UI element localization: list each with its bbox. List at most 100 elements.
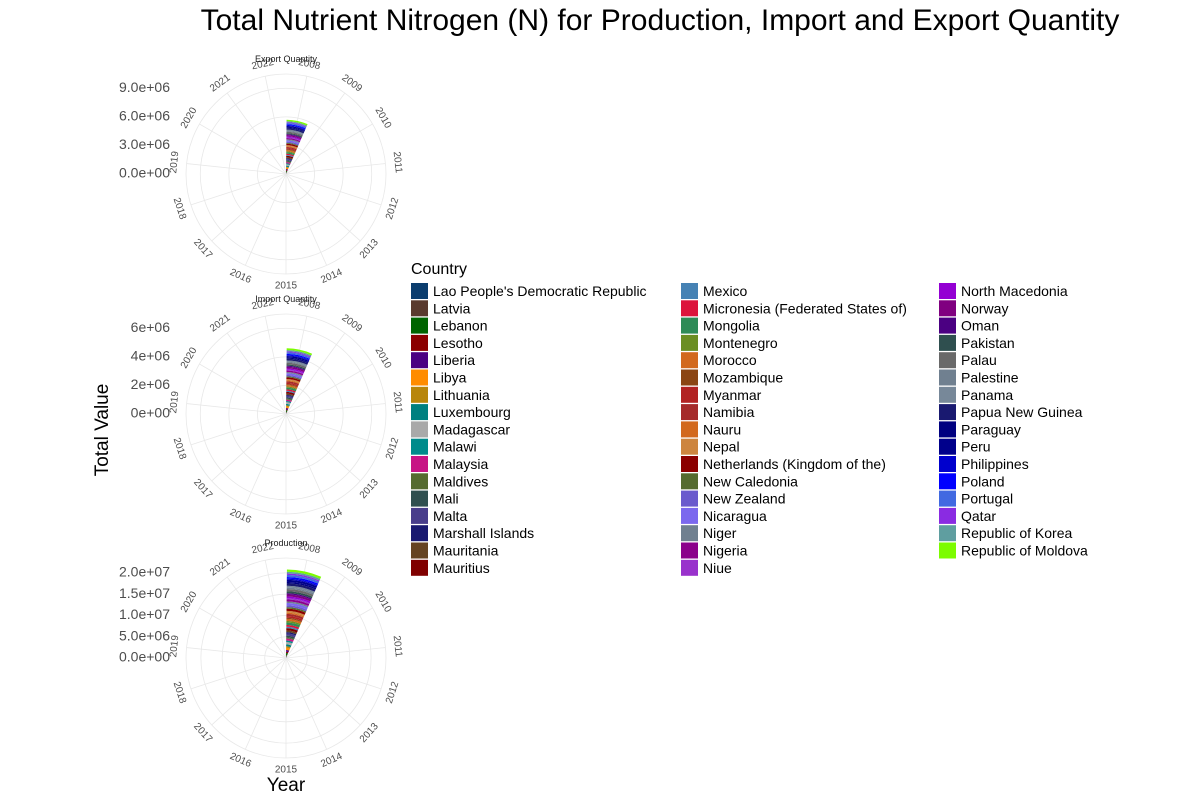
bar-segment (286, 578, 318, 587)
bar-segment (286, 406, 290, 409)
year-label: 2022 (251, 297, 275, 312)
radial-gridline (285, 173, 361, 242)
bar-segment (286, 124, 306, 130)
bar-segment (286, 371, 303, 377)
radial-gridline (226, 576, 287, 659)
legend-item: Mauritania (411, 542, 499, 559)
legend-swatch (939, 404, 956, 421)
year-label: 2022 (251, 541, 275, 556)
radial-gridline (190, 657, 287, 690)
bar-segment (286, 152, 295, 156)
bar-segment (286, 170, 288, 173)
legend-item: Lao People's Democratic Republic (411, 283, 647, 299)
bar-segment (286, 403, 291, 407)
bar-segment (286, 131, 303, 137)
bar-segment (286, 608, 306, 615)
year-label: 2015 (275, 281, 298, 292)
legend-item: Marshall Islands (411, 525, 534, 542)
bar-segment (286, 127, 305, 132)
bar-segment (286, 596, 311, 604)
bar-segment (286, 353, 310, 360)
legend-swatch (939, 438, 956, 455)
bar-segment (286, 391, 295, 396)
legend-item: Papua New Guinea (939, 404, 1083, 421)
ring-gridline (257, 145, 315, 203)
legend-label: Myanmar (703, 387, 762, 403)
bar-segment (286, 394, 294, 398)
legend-item: Libya (411, 369, 467, 386)
year-label: 2010 (373, 106, 394, 131)
chart-title: Total Nutrient Nitrogen (N) for Producti… (201, 4, 1120, 37)
ring-gridline (199, 87, 373, 261)
radial-gridline (186, 163, 287, 175)
bar-segment (286, 170, 288, 172)
legend-label: Republic of Moldova (961, 543, 1088, 559)
legend-swatch (681, 300, 698, 317)
legend-item: Nicaragua (681, 507, 767, 524)
legend-label: Marshall Islands (433, 525, 534, 541)
legend-label: Palestine (961, 370, 1019, 386)
legend-label: Malaysia (433, 456, 488, 472)
radial-gridline (226, 332, 287, 415)
ring-gridline (200, 572, 372, 744)
bar-segment (286, 610, 305, 617)
year-label: 2016 (228, 507, 253, 526)
year-label: 2009 (340, 557, 365, 579)
legend-item: Pakistan (939, 334, 1015, 351)
legend-item: Liberia (411, 352, 475, 369)
radial-tick-label: 5.0e+06 (119, 627, 170, 643)
bar-segment (286, 378, 300, 384)
legend-label: Libya (433, 370, 467, 386)
bar-segment (286, 398, 293, 401)
year-label: 2019 (168, 634, 181, 658)
legend-swatch (939, 525, 956, 542)
radial-gridline (285, 607, 373, 659)
bar-segment (286, 402, 291, 405)
radial-gridline (285, 163, 386, 175)
legend-label: Nicaragua (703, 508, 767, 524)
radial-tick-label: 6.0e+06 (119, 108, 170, 124)
legend-swatch (939, 542, 956, 559)
radial-gridline (285, 173, 328, 266)
ring-gridline (185, 313, 387, 515)
legend-item: Oman (939, 317, 999, 334)
radial-gridline (264, 560, 287, 659)
bar-segment (286, 151, 296, 154)
ring-gridline (228, 116, 344, 232)
legend-item: Republic of Moldova (939, 542, 1088, 559)
radial-tick-label: 0.0e+00 (119, 649, 170, 665)
legend-swatch (939, 386, 956, 403)
legend-swatch (681, 438, 698, 455)
bar-segment (286, 653, 288, 656)
legend-swatch (681, 334, 698, 351)
year-label: 2019 (168, 150, 181, 174)
legend-label: Norway (961, 300, 1008, 316)
radial-gridline (211, 413, 287, 482)
radial-gridline (285, 403, 386, 415)
legend-item: Peru (939, 438, 991, 455)
legend-label: Portugal (961, 491, 1013, 507)
bar-segment (286, 133, 303, 138)
bar-segment (286, 143, 299, 148)
bar-segment (286, 400, 292, 404)
legend-swatch (411, 507, 428, 524)
bar-segment (286, 370, 304, 376)
legend: Country Lao People's Democratic Republic… (411, 261, 1088, 576)
bar-segment (286, 160, 292, 163)
bar-segment (286, 633, 296, 638)
legend-item: Montenegro (681, 334, 778, 351)
legend-label: Mauritius (433, 560, 490, 576)
radial-tick-label: 3.0e+06 (119, 136, 170, 152)
legend-swatch (411, 369, 428, 386)
legend-label: Lao People's Democratic Republic (433, 283, 647, 299)
bar-segment (286, 169, 288, 171)
bar-segment (286, 651, 289, 654)
bar-segment (286, 153, 295, 157)
bar-segment (286, 158, 292, 162)
legend-swatch (681, 386, 698, 403)
legend-item: Norway (939, 300, 1008, 317)
year-label: 2020 (179, 105, 200, 130)
radial-gridline (285, 657, 361, 726)
ring-gridline (243, 615, 329, 701)
legend-title: Country (411, 261, 467, 278)
